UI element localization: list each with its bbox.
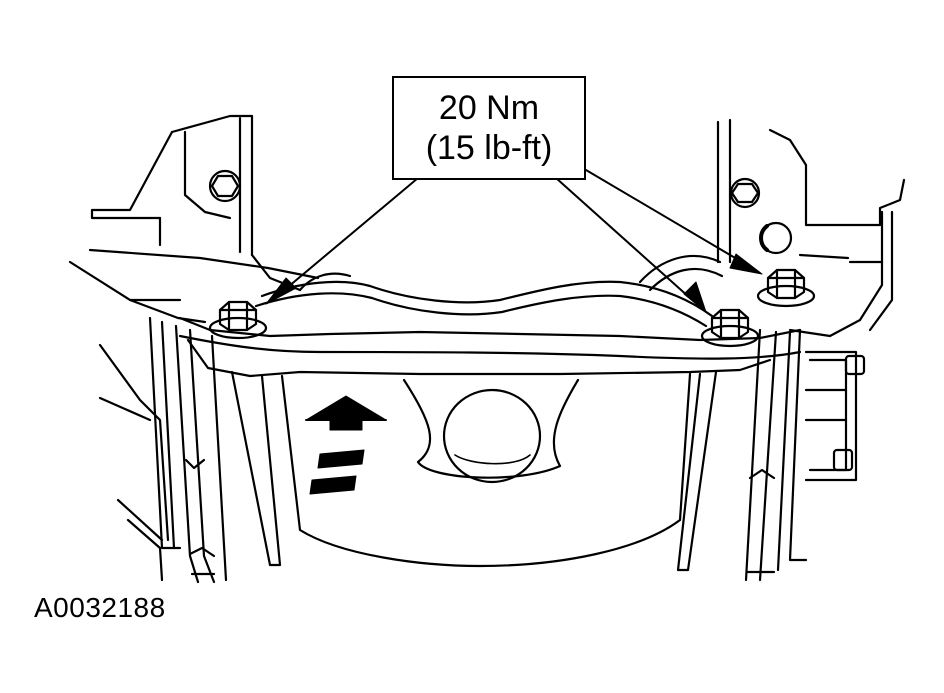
- pan-flange-contour: [254, 254, 724, 328]
- left-bracket: [98, 316, 228, 584]
- torque-callout: 20 Nm (15 lb-ft): [392, 76, 586, 180]
- bolt-icon: [700, 308, 760, 348]
- oil-pan: [178, 316, 802, 572]
- torque-metric: 20 Nm: [438, 89, 540, 127]
- right-engine-block: [716, 118, 906, 338]
- bolt-icon: [756, 268, 816, 308]
- leader-arrowheads: [265, 253, 763, 313]
- install-direction-arrow-icon: [305, 395, 387, 495]
- right-bracket: [744, 328, 866, 582]
- left-engine-block: [68, 114, 320, 324]
- torque-imperial: (15 lb-ft): [425, 129, 553, 167]
- bolt-icon: [208, 300, 268, 340]
- figure-id: A0032188: [34, 592, 166, 623]
- leader-lines: [281, 169, 743, 299]
